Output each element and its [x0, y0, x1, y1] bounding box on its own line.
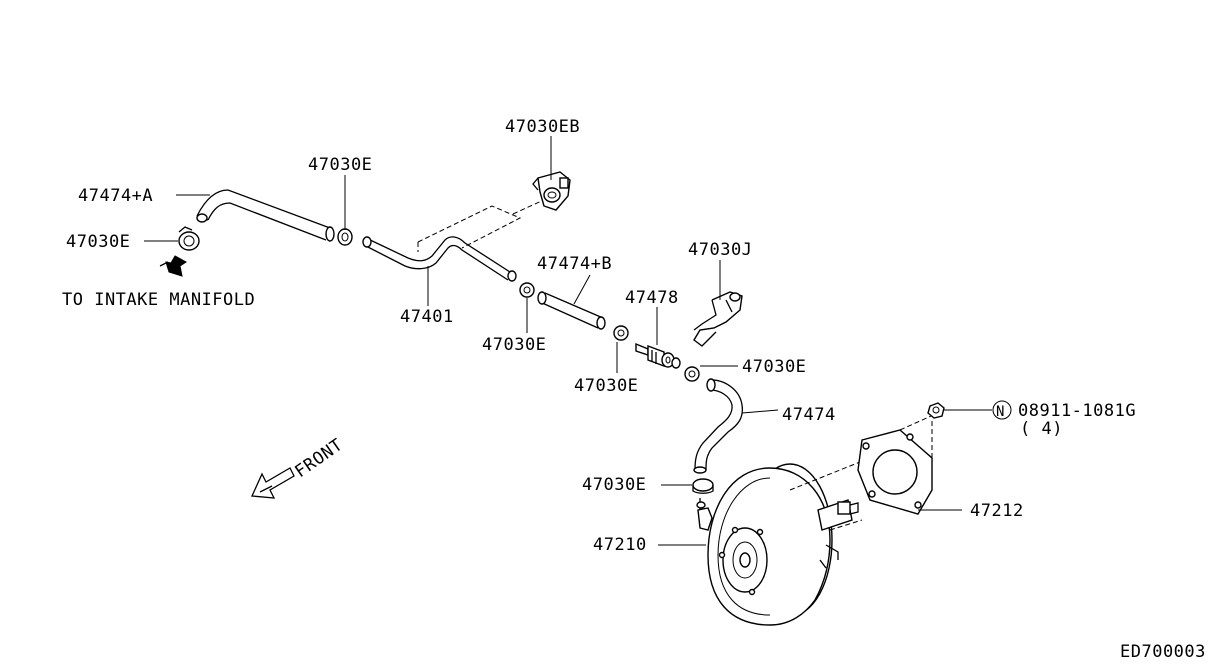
label-intake-note: TO INTAKE MANIFOLD	[62, 290, 255, 310]
label-clamp-valve: 47030E	[574, 376, 638, 396]
label-clamp-mid-left: 47030E	[482, 335, 546, 355]
clip-47030j-part	[693, 291, 743, 347]
connector-47030eb-part	[532, 171, 571, 211]
intake-arrow-icon	[159, 255, 187, 277]
label-hose-b: 47474+B	[537, 254, 612, 274]
tube-bracket-dashed	[417, 197, 549, 252]
check-valve-47478	[635, 342, 681, 369]
clamp-left-part	[178, 226, 200, 251]
label-valve: 47478	[625, 288, 679, 308]
nut-symbol-icon: N	[992, 400, 1012, 420]
label-clip-j: 47030J	[688, 240, 752, 260]
front-arrow-icon	[251, 467, 295, 499]
part-labels: 47474+A 47030E TO INTAKE MANIFOLD 47030E…	[62, 117, 1206, 662]
label-nut-qty: ( 4)	[1020, 419, 1063, 439]
label-tube: 47401	[400, 307, 454, 327]
diagram-code: ED700003	[1120, 642, 1206, 662]
brake-booster-47210	[696, 457, 871, 626]
clamp-top-part	[337, 228, 353, 246]
label-hose-a: 47474+A	[78, 186, 153, 206]
leader-lines	[144, 136, 992, 546]
clamp-mid-part	[613, 325, 629, 341]
label-clamp-right: 47030E	[742, 357, 806, 377]
clamp-mid-left-part	[519, 282, 535, 298]
clamp-right-part	[684, 366, 700, 382]
hose-47474-b	[537, 291, 606, 330]
hose-47474-a	[196, 189, 335, 242]
label-clamp-top: 47030E	[308, 155, 372, 175]
hose-47474	[693, 378, 744, 474]
tube-47401	[362, 236, 517, 282]
label-clamp-left: 47030E	[66, 232, 130, 252]
nut-symbol-letter: N	[996, 404, 1005, 420]
label-clamp-booster: 47030E	[582, 475, 646, 495]
label-hose: 47474	[782, 405, 836, 425]
label-nut-ref: 08911-1081G	[1018, 401, 1136, 421]
gasket-47212	[857, 411, 941, 515]
label-connector-eb: 47030EB	[505, 117, 580, 137]
clamp-booster-part	[692, 478, 714, 494]
label-front: FRONT	[291, 435, 346, 482]
nut-08911-1081g	[927, 402, 945, 419]
label-booster: 47210	[593, 535, 647, 555]
label-gasket: 47212	[970, 501, 1024, 521]
